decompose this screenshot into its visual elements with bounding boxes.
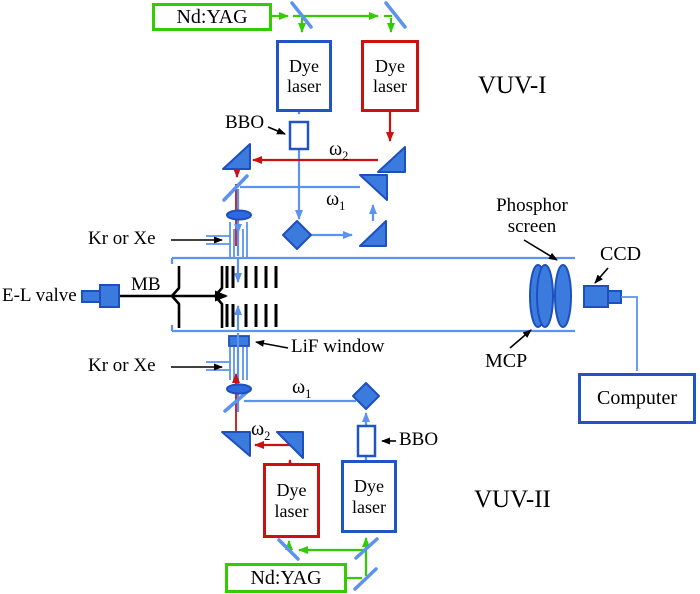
- prism-icon: [221, 431, 251, 457]
- computer-label: Computer: [597, 387, 677, 410]
- omega1-top-beam: [234, 185, 377, 256]
- label-omega2-bottom: ω2: [251, 418, 271, 443]
- ccd-camera-icon: [583, 285, 622, 308]
- label-mcp: MCP: [485, 350, 528, 372]
- mcp-plate-icon: [536, 264, 554, 328]
- prism-icon: [276, 431, 304, 459]
- mirror-icon: [290, 1, 313, 29]
- label-vuv-1: VUV-I: [478, 72, 547, 99]
- dye-laser-label: Dye laser: [373, 55, 407, 96]
- ndyag-top-box: Nd:YAG: [152, 3, 272, 31]
- prism-icon: [359, 220, 387, 247]
- label-omega1-bottom: ω1: [292, 376, 312, 401]
- beam-combiner-mirror-bottom: [223, 390, 249, 413]
- label-bbo-bottom: BBO: [399, 429, 439, 450]
- top-pump-beam: [272, 12, 395, 33]
- ccd-signal-cable: [621, 296, 638, 371]
- dye-laser-top-right-box: Dye laser: [361, 40, 419, 112]
- mirror-icon: [384, 1, 407, 29]
- prism-icon: [352, 382, 380, 410]
- label-vuv-2: VUV-II: [474, 486, 551, 513]
- bbo-crystal-bottom: [356, 424, 377, 458]
- ndyag-bottom-box: Nd:YAG: [225, 563, 347, 593]
- gas-cell-bottom: [206, 347, 248, 380]
- prism-icon: [359, 174, 388, 201]
- prism-icon: [222, 143, 251, 170]
- bbo-crystal-top: [288, 120, 310, 151]
- dye-laser-top-left-box: Dye laser: [276, 40, 332, 112]
- ndyag-top-label: Nd:YAG: [176, 5, 248, 28]
- phosphor-screen-icon: [554, 264, 572, 328]
- ndyag-bottom-label: Nd:YAG: [250, 566, 322, 589]
- label-ccd: CCD: [600, 243, 642, 265]
- prism-icon: [377, 146, 406, 173]
- top-prisms: [222, 143, 406, 250]
- bbo-top-arrow: [267, 126, 286, 135]
- label-lif-window: LiF window: [291, 336, 385, 357]
- lif-window-arrow: [255, 340, 289, 349]
- dye-laser-label: Dye laser: [352, 476, 386, 517]
- label-phosphor-screen: Phosphor screen: [496, 195, 568, 237]
- prism-icon: [282, 220, 312, 250]
- bottom-prisms: [221, 382, 380, 459]
- mcp-detector: [529, 264, 572, 328]
- beam-combiner-mirror-top: [222, 174, 249, 202]
- mirror-icon: [353, 567, 378, 591]
- label-arrows: [171, 126, 609, 445]
- label-kr-xe-bottom: Kr or Xe: [88, 355, 156, 376]
- top-steering-mirrors: [290, 1, 407, 29]
- dye-laser-bottom-right-box: Dye laser: [341, 460, 397, 533]
- bottom-pump-beam: [285, 537, 370, 580]
- gas-cell-top: [206, 222, 248, 258]
- computer-box: Computer: [578, 373, 696, 424]
- lens-icon: [226, 209, 252, 221]
- label-omega2-top: ω2: [329, 138, 349, 163]
- phosphor-arrow: [523, 239, 558, 261]
- label-mb: MB: [131, 274, 161, 295]
- dye-laser-label: Dye laser: [274, 480, 309, 521]
- dye-laser-bottom-left-box: Dye laser: [263, 463, 320, 538]
- lens-icon: [226, 383, 252, 395]
- label-el-valve: E-L valve: [2, 285, 77, 306]
- mirror-icon: [277, 538, 300, 561]
- dye-laser-label: Dye laser: [287, 55, 321, 96]
- label-kr-xe-top: Kr or Xe: [88, 228, 156, 249]
- bottom-steering-mirrors: [277, 537, 379, 591]
- mcp-arrow: [509, 329, 532, 349]
- label-bbo-top: BBO: [225, 112, 265, 133]
- el-valve-body: [81, 284, 120, 308]
- vacuum-chamber: [170, 256, 575, 333]
- omega1-bottom-beam: [236, 333, 370, 461]
- label-omega1-top: ω1: [326, 188, 346, 213]
- ion-optics-plates: [225, 266, 278, 327]
- ccd-arrow: [594, 267, 609, 284]
- mirror-icon: [354, 537, 379, 560]
